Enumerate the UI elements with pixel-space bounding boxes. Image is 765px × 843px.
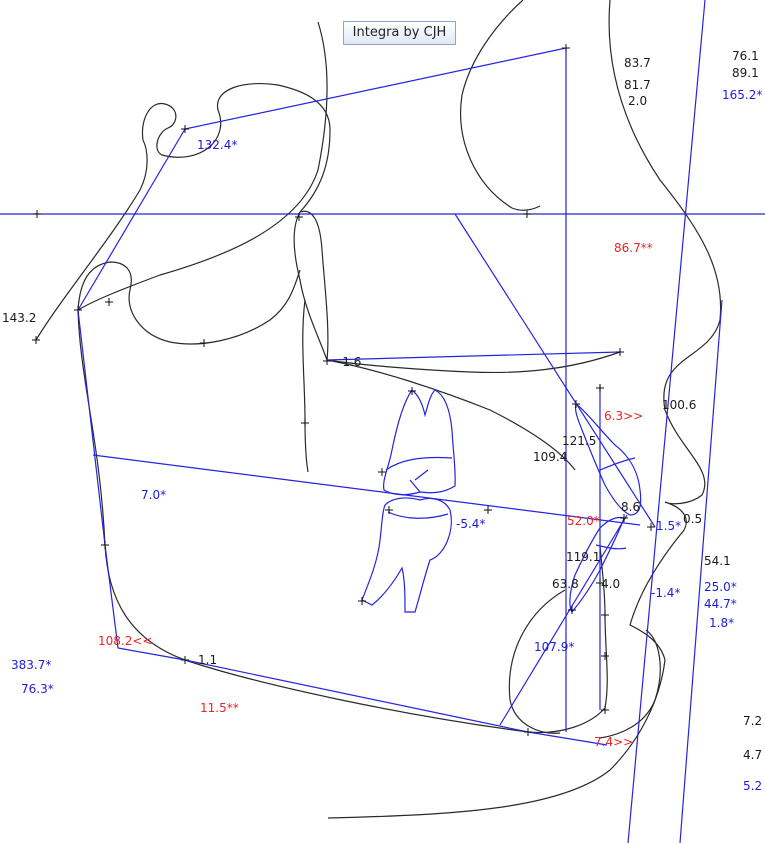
soft-tissue-profile xyxy=(327,0,722,819)
label-165-2: 165.2* xyxy=(722,88,762,102)
palatal-plane xyxy=(326,351,621,361)
sn-line xyxy=(184,47,567,130)
label-76-3: 76.3* xyxy=(21,682,54,696)
upper-molar xyxy=(383,389,456,496)
label-52-0: 52.0* xyxy=(567,514,600,528)
label-76-1: 76.1 xyxy=(732,49,759,63)
label-383-7: 383.7* xyxy=(11,658,51,672)
palate-outline xyxy=(326,351,621,374)
label-121-5: 121.5 xyxy=(562,434,596,448)
lower-molar xyxy=(361,497,452,613)
label-11-5: 11.5** xyxy=(200,701,239,715)
upper-incisor xyxy=(574,403,642,516)
label-4-0: 4.0 xyxy=(601,577,620,591)
label-1-8: 1.8* xyxy=(709,616,734,630)
label-neg5-4: -5.4* xyxy=(456,517,485,531)
label-86-7: 86.7** xyxy=(614,241,653,255)
label-1-5: 1.5* xyxy=(656,519,681,533)
pterygoid-outline xyxy=(293,210,329,361)
upper-incisor-cej xyxy=(599,457,636,471)
e-line xyxy=(627,0,706,843)
title-button[interactable]: Integra by CJH xyxy=(343,21,456,45)
label-100-6: 100.6 xyxy=(662,398,696,412)
label-119-1: 119.1 xyxy=(566,550,600,564)
cranial-base-outline xyxy=(77,21,328,311)
lower-incisor-axis xyxy=(499,514,628,726)
label-1-1: 1.1 xyxy=(198,653,217,667)
mandibular-plane xyxy=(184,659,529,733)
label-2-0: 2.0 xyxy=(628,94,647,108)
label-25-0: 25.0* xyxy=(704,580,737,594)
label-neg1-6: -1.6 xyxy=(338,355,361,369)
occlusal-plane xyxy=(92,454,641,526)
maxilla-outline xyxy=(326,359,576,471)
gonial-line xyxy=(117,647,186,661)
label-44-7: 44.7* xyxy=(704,597,737,611)
ramus-line-lower xyxy=(104,544,119,649)
label-0-5: 0.5 xyxy=(683,512,702,526)
label-5-2: 5.2 xyxy=(743,779,762,793)
posterior-maxilla xyxy=(302,299,309,473)
label-81-7: 81.7 xyxy=(624,78,651,92)
label-107-9: 107.9* xyxy=(534,640,574,654)
label-7-4: 7.4>> xyxy=(594,735,633,749)
soft-tissue-line xyxy=(679,299,723,843)
label-108-2: 108.2<< xyxy=(98,634,152,648)
mandibular-plane-ext xyxy=(527,731,608,746)
label-7-2: 7.2 xyxy=(743,714,762,728)
upper-molar-root-lines xyxy=(385,456,453,493)
label-143-2: 143.2 xyxy=(2,311,36,325)
ramus-line xyxy=(77,309,106,546)
label-54-1: 54.1 xyxy=(704,554,731,568)
y-axis-line xyxy=(454,213,656,528)
lower-molar-crown-line xyxy=(387,511,449,519)
label-109-4: 109.4 xyxy=(533,450,567,464)
mandible-outline xyxy=(77,309,608,734)
landmark-markers xyxy=(32,44,655,736)
zygoma-outline xyxy=(77,261,301,345)
label-neg1-4: -1.4* xyxy=(651,586,680,600)
label-8-6: 8.6 xyxy=(621,500,640,514)
lower-lip-outline xyxy=(599,629,661,739)
orbit-outline xyxy=(460,0,541,211)
sella-outline xyxy=(35,82,331,341)
ramus-line-upper xyxy=(77,128,186,311)
label-89-1: 89.1 xyxy=(732,66,759,80)
label-4-7: 4.7 xyxy=(743,748,762,762)
label-83-7: 83.7 xyxy=(624,56,651,70)
label-6-3: 6.3>> xyxy=(604,409,643,423)
label-7-0: 7.0* xyxy=(141,488,166,502)
label-132-4: 132.4* xyxy=(197,138,237,152)
label-63-8: 63.8 xyxy=(552,577,579,591)
lower-incisor-cej xyxy=(595,544,627,550)
symphysis-outline xyxy=(508,589,566,734)
lower-incisor xyxy=(569,516,625,614)
